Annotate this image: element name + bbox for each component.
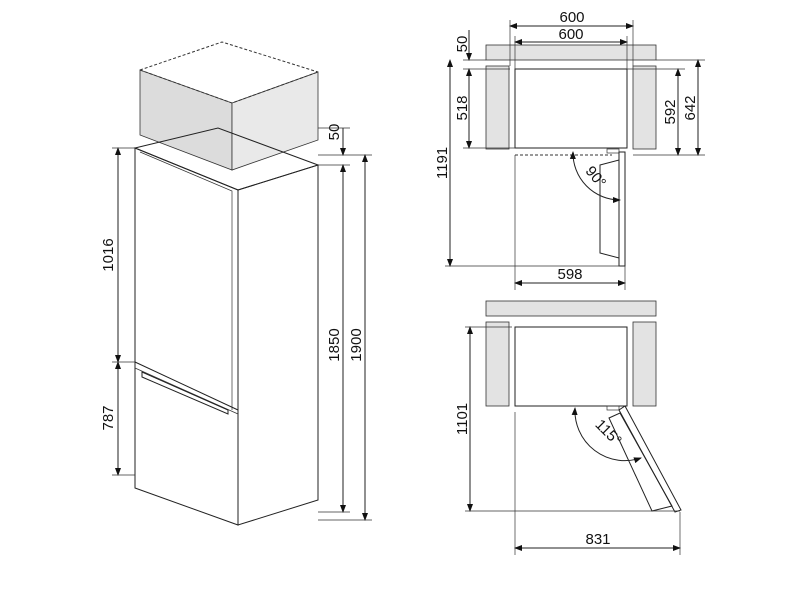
dim-body-depth: 518 <box>454 95 471 120</box>
fridge-3d-view: 1016 787 50 1850 1900 <box>100 41 372 526</box>
dim-lower-door: 787 <box>100 405 117 430</box>
dim-niche-width: 600 <box>559 9 584 26</box>
door-split-line <box>134 361 239 411</box>
dim-depth-with-door: 592 <box>662 99 679 124</box>
fridge-body <box>133 127 320 526</box>
angle-90: 90° <box>582 163 610 191</box>
dim-upper-door: 1016 <box>100 238 117 271</box>
dim-appliance-width: 600 <box>558 26 583 43</box>
angle-115: 115° <box>592 416 625 449</box>
top-view-door-90: 90° 600 600 50 518 1191 592 642 598 <box>434 9 705 290</box>
top-clearance-box <box>139 41 319 171</box>
door-handle <box>141 371 229 415</box>
dim-niche-depth: 642 <box>682 95 699 120</box>
dim-niche-height: 1900 <box>348 328 365 361</box>
top-view-door-115: 115° 1101 831 <box>454 300 682 555</box>
dim-total-depth-115: 1101 <box>454 403 471 435</box>
dim-rear-clearance: 50 <box>454 36 471 53</box>
dim-total-depth-90: 1191 <box>434 147 451 179</box>
dim-width-door-115: 831 <box>585 531 610 548</box>
dim-appliance-height: 1850 <box>326 328 343 361</box>
fridge-body-plan <box>514 68 628 149</box>
door-open-90 <box>618 151 626 267</box>
dim-top-clearance: 50 <box>326 124 343 141</box>
dim-width-door-90: 598 <box>557 266 582 283</box>
